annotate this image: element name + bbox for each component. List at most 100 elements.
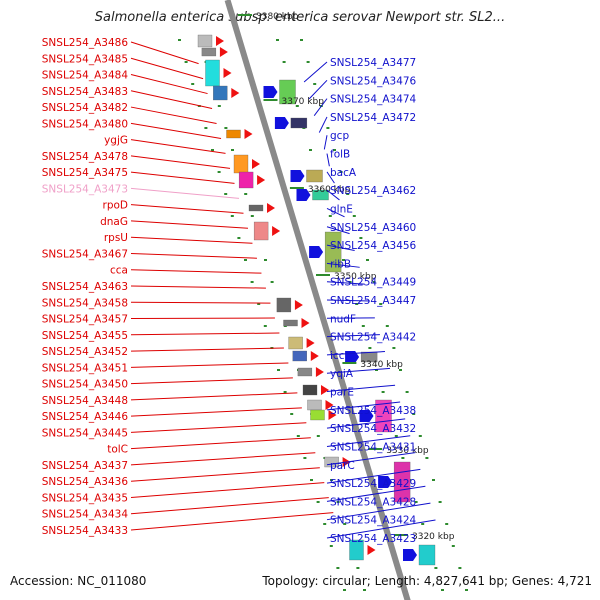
left-label-leader	[130, 407, 302, 417]
left-label-leader	[130, 41, 199, 65]
left-gene-label: SNSL254_A3463	[42, 281, 128, 293]
track-tick	[263, 325, 267, 327]
kbp-marker-label: 3330 kbp	[386, 446, 429, 456]
right-gene-label: SNSL254_A3424	[330, 515, 417, 527]
track-tick	[323, 523, 327, 525]
left-label-leader	[130, 269, 262, 274]
left-gene-label: SNSL254_A3484	[42, 70, 129, 82]
track-tick	[399, 369, 402, 371]
right-gene-label: parE	[330, 387, 354, 399]
track-tick	[316, 501, 320, 503]
track-tick	[363, 589, 366, 591]
gene-block	[201, 47, 217, 57]
reverse-gene-arrow	[325, 400, 334, 410]
track-tick	[217, 105, 221, 107]
reverse-gene-arrow	[315, 367, 324, 377]
left-gene-label: SNSL254_A3451	[42, 362, 128, 374]
left-label-leader	[130, 252, 257, 259]
left-label-leader	[130, 482, 325, 498]
right-gene-label: SNSL254_A3438	[330, 405, 416, 417]
right-label-leader	[326, 485, 426, 502]
left-gene-label: SNSL254_A3457	[42, 314, 128, 326]
right-gene-label: SNSL254_A3449	[330, 277, 416, 289]
track-tick	[372, 281, 376, 283]
reverse-gene-arrow	[267, 203, 275, 213]
gene-block	[375, 399, 392, 433]
track-tick	[425, 457, 429, 459]
track-tick	[211, 149, 214, 151]
left-label-leader	[130, 437, 311, 450]
right-gene-label: SNSL254_A3477	[330, 57, 416, 69]
gene-block	[213, 85, 228, 101]
right-gene-label: yqiA	[330, 368, 354, 380]
track-tick	[421, 523, 425, 525]
reverse-gene-arrow	[321, 385, 329, 395]
right-gene-label: SNSL254_A3460	[330, 222, 416, 234]
right-label-leader	[326, 171, 335, 184]
gene-block	[248, 204, 264, 212]
reverse-gene-arrow	[219, 47, 228, 57]
left-label-leader	[130, 220, 249, 229]
left-label-leader	[130, 301, 271, 304]
track-tick	[310, 479, 313, 481]
kbp-marker-label: 3360 kbp	[308, 185, 351, 195]
right-label-leader	[326, 367, 391, 374]
left-label-leader	[130, 204, 244, 214]
track-tick	[270, 281, 274, 283]
left-gene-label: SNSL254_A3483	[42, 86, 128, 98]
kbp-marker-label: 3370 kbp	[282, 97, 325, 107]
right-gene-label: bacA	[330, 167, 357, 179]
reverse-gene-arrow	[216, 36, 224, 46]
reverse-gene-arrow	[272, 226, 281, 236]
track-tick	[366, 259, 369, 261]
left-label-leader	[130, 467, 320, 482]
right-label-leader	[326, 299, 370, 302]
track-tick	[432, 479, 435, 481]
forward-gene-arrow	[403, 549, 417, 561]
left-gene-label: SNSL254_A3485	[42, 53, 128, 65]
forward-gene-arrow	[290, 170, 305, 182]
gene-block	[324, 456, 339, 468]
track-tick	[309, 149, 312, 151]
track-tick	[352, 215, 356, 217]
right-gene-label: parC	[330, 460, 355, 472]
left-gene-label: SNSL254_A3436	[42, 476, 129, 488]
track-tick	[316, 435, 320, 437]
track-tick	[217, 171, 221, 173]
left-gene-label: SNSL254_A3473	[42, 183, 128, 195]
left-label-leader	[130, 392, 298, 401]
right-gene-label: glnE	[330, 203, 353, 215]
track-tick	[336, 501, 340, 503]
gene-block	[302, 384, 318, 396]
left-label-leader	[130, 90, 213, 110]
left-label-leader	[130, 139, 226, 154]
track-tick	[237, 237, 241, 239]
track-tick	[465, 589, 468, 591]
right-gene-label: SNSL254_A3472	[330, 112, 416, 124]
left-label-leader	[130, 122, 222, 139]
left-gene-label: cca	[110, 265, 128, 277]
track-tick	[458, 567, 462, 569]
gene-block	[290, 117, 308, 129]
track-tick	[300, 39, 303, 41]
left-gene-label: rpoD	[103, 200, 129, 212]
reverse-gene-arrow	[310, 351, 319, 361]
track-tick	[392, 347, 396, 349]
track-tick	[230, 215, 234, 217]
left-label-leader	[130, 332, 280, 336]
reverse-gene-arrow	[301, 318, 310, 328]
track-tick	[306, 61, 310, 63]
left-gene-label: SNSL254_A3435	[42, 492, 128, 504]
track-tick	[231, 149, 234, 151]
left-gene-label: SNSL254_A3450	[42, 379, 128, 391]
right-label-leader	[326, 502, 431, 521]
accession-text: Accession: NC_011080	[10, 574, 147, 588]
right-gene-label: SNSL254_A3431	[330, 441, 416, 453]
left-label-leader	[130, 187, 240, 199]
track-tick	[330, 479, 333, 481]
track-tick	[328, 215, 332, 217]
forward-gene-arrow	[309, 246, 324, 258]
track-tick	[401, 457, 405, 459]
track-tick	[368, 347, 372, 349]
